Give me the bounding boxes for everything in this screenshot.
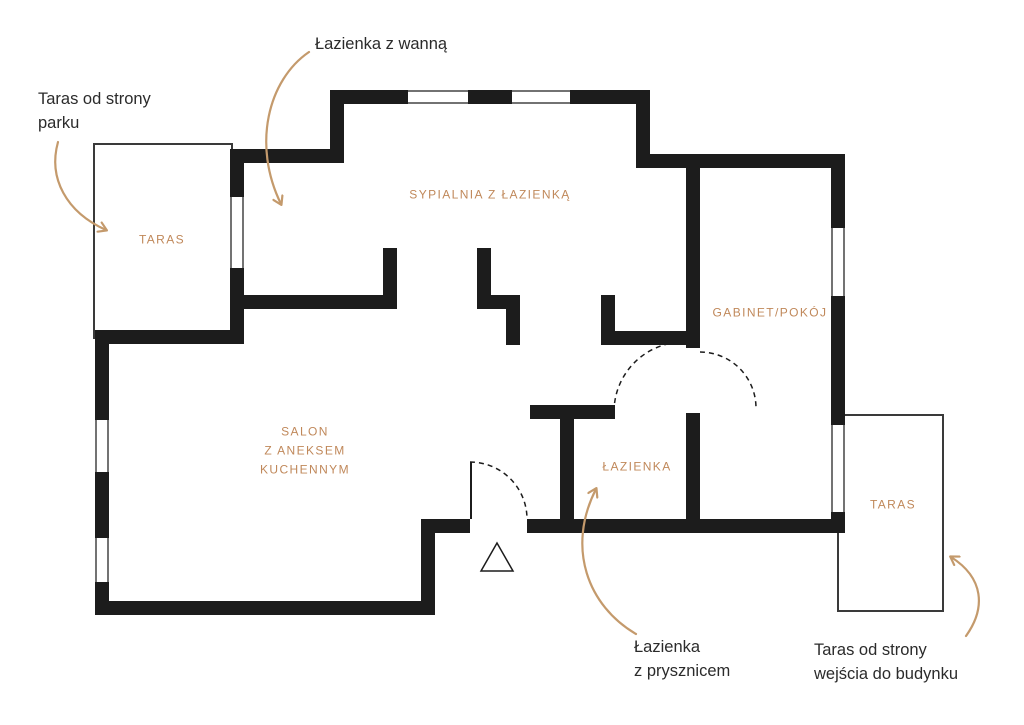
window [230, 197, 244, 268]
window [408, 90, 468, 104]
arrow-to-terrace-entrance [951, 557, 980, 638]
door-arc-bathroom [613, 341, 685, 413]
annotation-terrace-entrance: Taras od strony wejścia do budynku [814, 639, 958, 687]
annotation-bath-shower: Łazienka z prysznicem [634, 636, 730, 684]
room-label-lazienka: ŁAZIENKA [602, 459, 672, 474]
room-label-gabinet: GABINET/POKÓJ [712, 305, 828, 320]
annotation-bath-shower-line2: z prysznicem [634, 661, 731, 680]
room-label-salon-line2: Z ANEKSEM [264, 443, 346, 458]
annotation-terrace-park: Taras od strony parku [38, 88, 151, 136]
window [512, 90, 570, 104]
room-label-taras-entrance: TARAS [869, 497, 917, 512]
room-label-sypialnia: SYPIALNIA Z ŁAZIENKĄ [409, 187, 571, 202]
walls [95, 90, 845, 615]
arrow-to-bath-tub [265, 50, 311, 204]
arrow-to-bath-shower [581, 489, 638, 636]
annotation-terrace-entrance-line2: wejścia do budynku [814, 664, 959, 683]
annotation-bath-tub: Łazienka z wanną [315, 33, 447, 57]
window [831, 228, 845, 296]
door-arc-entrance [469, 461, 528, 520]
room-label-taras-park: TARAS [138, 232, 186, 247]
room-label-salon: SALON Z ANEKSEM KUCHENNYM [260, 423, 350, 480]
windows [95, 90, 845, 582]
door-arc-gabinet [699, 351, 757, 409]
annotation-terrace-entrance-line1: Taras od strony [814, 641, 927, 659]
annotation-terrace-park-line2: parku [38, 113, 80, 132]
annotation-arrows [54, 50, 980, 638]
room-label-salon-line1: SALON [281, 424, 329, 439]
window [95, 420, 109, 472]
entrance-triangle-icon [479, 541, 515, 572]
arrow-to-terrace-park [54, 140, 106, 230]
annotation-terrace-park-line1: Taras od strony [38, 90, 151, 108]
window [95, 538, 109, 582]
annotation-bath-shower-line1: Łazienka [634, 638, 701, 656]
room-label-salon-line3: KUCHENNYM [260, 462, 350, 477]
window [831, 425, 845, 512]
annotation-bath-tub-line1: Łazienka z wanną [315, 35, 448, 53]
